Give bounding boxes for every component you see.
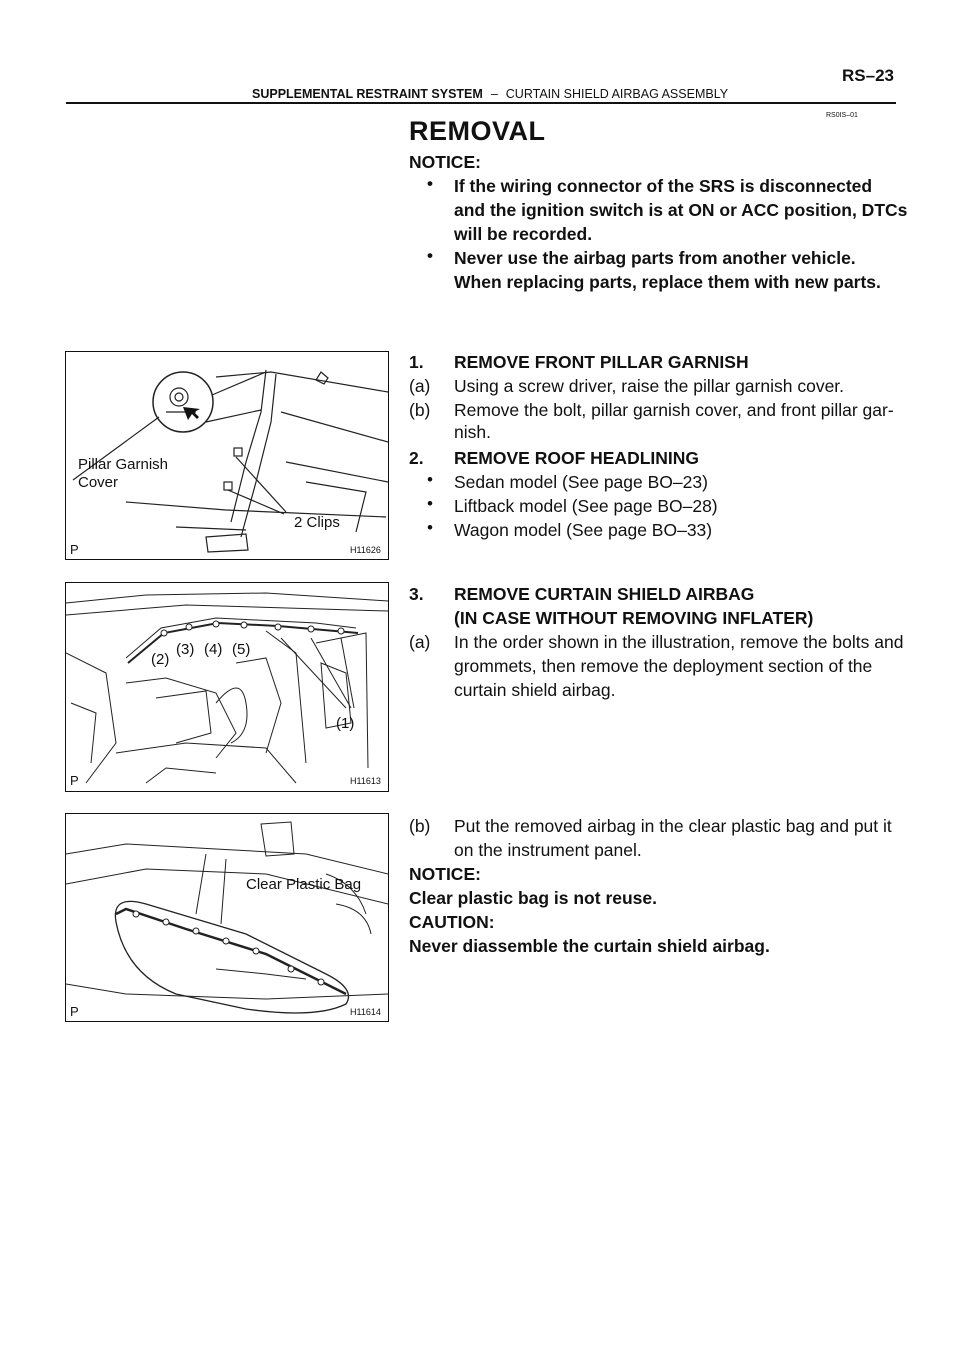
bullet-icon: • [427, 494, 433, 513]
step-1-number: 1. [409, 352, 424, 372]
header-rule [66, 102, 896, 104]
step-1b-text-cont: nish. [454, 422, 491, 442]
step-3b-text: Put the removed airbag in the clear plas… [454, 816, 892, 836]
label-step-2: (2) [151, 651, 170, 668]
notice-label: NOTICE: [409, 152, 481, 172]
figure-id: H11626 [350, 545, 381, 555]
step-1-title: REMOVE FRONT PILLAR GARNISH [454, 352, 749, 372]
figure-front-pillar-garnish: Pillar Garnish Cover 2 Clips P H11626 [65, 351, 389, 560]
page-title: REMOVAL [409, 116, 546, 146]
figure-id: H11613 [350, 776, 381, 786]
step-1b: (b) Remove the bolt, pillar garnish cover… [409, 398, 894, 422]
step-1-heading: 1. REMOVE FRONT PILLAR GARNISH [409, 350, 749, 374]
step-3a-label: (a) [409, 632, 431, 652]
bullet-icon: • [427, 246, 433, 265]
step-3-number: 3. [409, 584, 424, 604]
label-pillar-garnish-cover-1: Pillar Garnish [78, 456, 169, 473]
step-3a: (a) In the order shown in the illustratio… [409, 630, 903, 654]
label-pillar-garnish-cover-2: Cover [78, 474, 119, 491]
bullet-icon: • [427, 174, 433, 193]
airbag-interior-illustration [66, 592, 388, 784]
header-subsection: CURTAIN SHIELD AIRBAG ASSEMBLY [505, 87, 729, 101]
step-1a-text: Using a screw driver, raise the pillar g… [454, 376, 845, 396]
notice-2-text: Clear plastic bag is not reuse. [409, 888, 657, 908]
arrow-icon [183, 407, 200, 420]
figure-clear-plastic-bag: Clear Plastic Bag P H11614 [65, 813, 389, 1022]
step-1a: (a) Using a screw driver, raise the pilla… [409, 374, 844, 398]
figure-id: H11614 [350, 1007, 381, 1017]
notice-bullet-2-line-1: Never use the airbag parts from another … [454, 248, 856, 268]
step-2-title: REMOVE ROOF HEADLINING [454, 448, 700, 468]
notice-bullet-1-line-1: If the wiring connector of the SRS is di… [454, 176, 873, 196]
header-separator: – [490, 87, 498, 101]
step-3a-text-3: curtain shield airbag. [454, 680, 616, 700]
step-1a-label: (a) [409, 376, 431, 396]
label-step-4: (4) [204, 641, 223, 658]
step-3a-text-2: grommets, then remove the deployment sec… [454, 656, 873, 676]
step-2-item-wagon: Wagon model (See page BO–33) [454, 520, 713, 540]
notice-bullet-2-line-2: When replacing parts, replace them with … [454, 272, 881, 292]
step-2-item-liftback: Liftback model (See page BO–28) [454, 496, 718, 516]
label-step-1: (1) [336, 715, 355, 732]
label-step-5: (5) [232, 641, 251, 658]
figure-p-mark: P [70, 773, 79, 788]
step-1b-text: Remove the bolt, pillar garnish cover, a… [454, 400, 894, 420]
bullet-icon: • [427, 470, 433, 489]
label-clear-plastic-bag: Clear Plastic Bag [246, 876, 362, 893]
running-header: SUPPLEMENTAL RESTRAINT SYSTEM–CURTAIN SH… [252, 87, 728, 101]
step-3-title: REMOVE CURTAIN SHIELD AIRBAG [454, 584, 755, 604]
step-3b-label: (b) [409, 816, 431, 836]
header-section: SUPPLEMENTAL RESTRAINT SYSTEM [252, 87, 483, 101]
step-2-item-sedan: Sedan model (See page BO–23) [454, 472, 708, 492]
notice-2-label: NOTICE: [409, 864, 481, 884]
plastic-bag-illustration [66, 821, 388, 1014]
figure-curtain-shield-airbag: (2) (3) (4) (5) (1) P H11613 [65, 582, 389, 792]
step-2-number: 2. [409, 448, 424, 468]
caution-text: Never diassemble the curtain shield airb… [409, 936, 770, 956]
label-2-clips: 2 Clips [294, 514, 340, 531]
bullet-icon: • [427, 518, 433, 537]
step-1b-label: (b) [409, 400, 431, 420]
notice-bullet-1-line-3: will be recorded. [454, 224, 593, 244]
step-3b-text-2: on the instrument panel. [454, 840, 642, 860]
pillar-illustration [72, 369, 388, 553]
step-3-heading: 3. REMOVE CURTAIN SHIELD AIRBAG [409, 582, 754, 606]
step-3-subtitle: (IN CASE WITHOUT REMOVING INFLATER) [454, 608, 814, 628]
caution-label: CAUTION: [409, 912, 495, 932]
page-number: RS–23 [842, 66, 894, 85]
figure-p-mark: P [70, 542, 79, 557]
step-3a-text: In the order shown in the illustration, … [454, 632, 904, 652]
step-2-heading: 2. REMOVE ROOF HEADLINING [409, 446, 699, 470]
figure-p-mark: P [70, 1004, 79, 1019]
doc-code: RS0IS–01 [826, 112, 858, 119]
notice-bullet-1-line-2: and the ignition switch is at ON or ACC … [454, 200, 908, 220]
label-step-3: (3) [176, 641, 195, 658]
step-3b: (b) Put the removed airbag in the clear p… [409, 814, 892, 838]
